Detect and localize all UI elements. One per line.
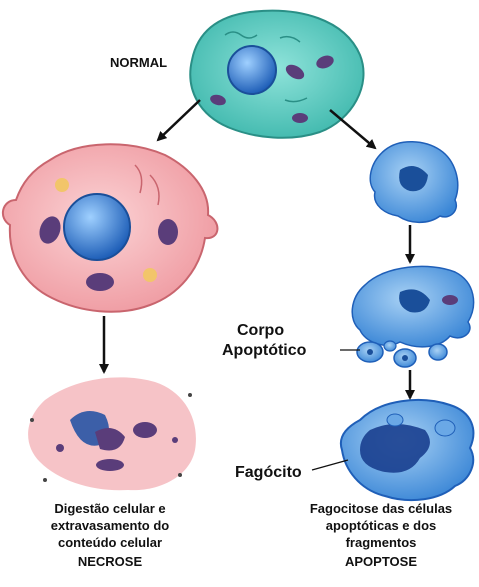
- label-normal: NORMAL: [110, 55, 167, 70]
- necrotic-swollen-cell: [3, 144, 218, 311]
- normal-nucleus: [228, 46, 276, 94]
- necrotic-debris: [28, 377, 196, 490]
- apoptotic-shrunken-cell: [370, 142, 457, 223]
- apoptose-title: APOPTOSE: [286, 553, 476, 570]
- necrose-caption-line-1: Digestão celular e: [20, 500, 200, 517]
- phagocyte-cell: [341, 400, 473, 500]
- label-fagocito: Fagócito: [235, 464, 302, 482]
- apoptotic-fragmenting-cell: [352, 266, 473, 346]
- necrotic-nucleus: [64, 194, 130, 260]
- necrose-caption-line-3: conteúdo celular: [20, 534, 200, 551]
- apoptose-caption-line-1: Fagocitose das células: [286, 500, 476, 517]
- apoptose-caption: Fagocitose das células apoptóticas e dos…: [286, 500, 476, 570]
- pointer-fagocito: [312, 460, 348, 470]
- arrow-normal-to-apoptosis: [330, 110, 375, 148]
- label-apoptotico: Apoptótico: [222, 342, 306, 360]
- apoptose-caption-line-3: fragmentos: [286, 534, 476, 551]
- necrose-caption-line-2: extravasamento do: [20, 517, 200, 534]
- apoptotic-bodies: [357, 341, 447, 367]
- necrose-title: NECROSE: [20, 553, 200, 570]
- apoptose-caption-line-2: apoptóticas e dos: [286, 517, 476, 534]
- label-corpo: Corpo: [237, 322, 284, 340]
- normal-cell: [190, 11, 363, 138]
- necrose-caption: Digestão celular e extravasamento do con…: [20, 500, 200, 570]
- arrow-normal-to-necrosis: [158, 100, 200, 140]
